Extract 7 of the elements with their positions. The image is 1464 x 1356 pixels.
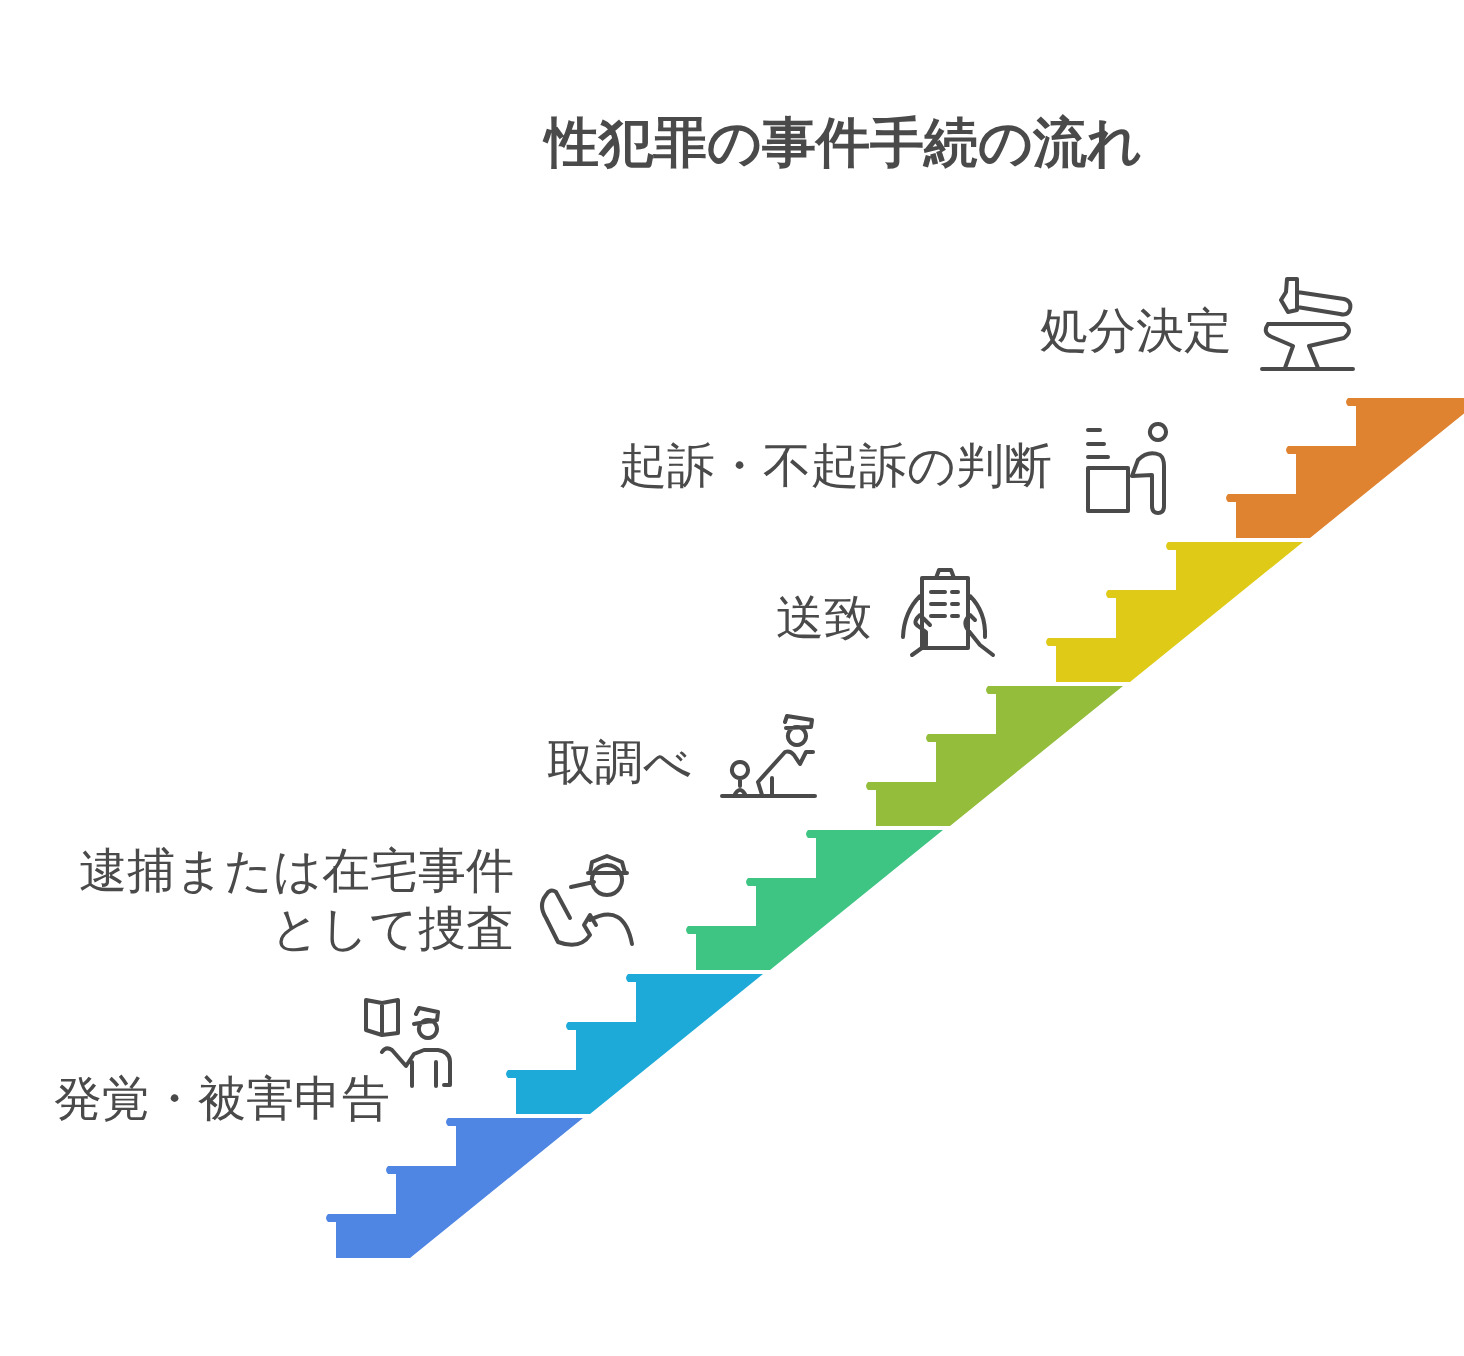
step-label: 処分決定 (1039, 301, 1232, 359)
step-label: 取調べ (546, 733, 692, 791)
title: 性犯罪の事件手続の流れ (541, 110, 1143, 176)
step-label: 逮捕または在宅事件として捜査 (78, 841, 514, 957)
step-label: 送致 (775, 588, 872, 646)
step-label: 発覚・被害申告 (53, 1069, 390, 1127)
step-label: 起訴・不起訴の判断 (618, 436, 1052, 494)
